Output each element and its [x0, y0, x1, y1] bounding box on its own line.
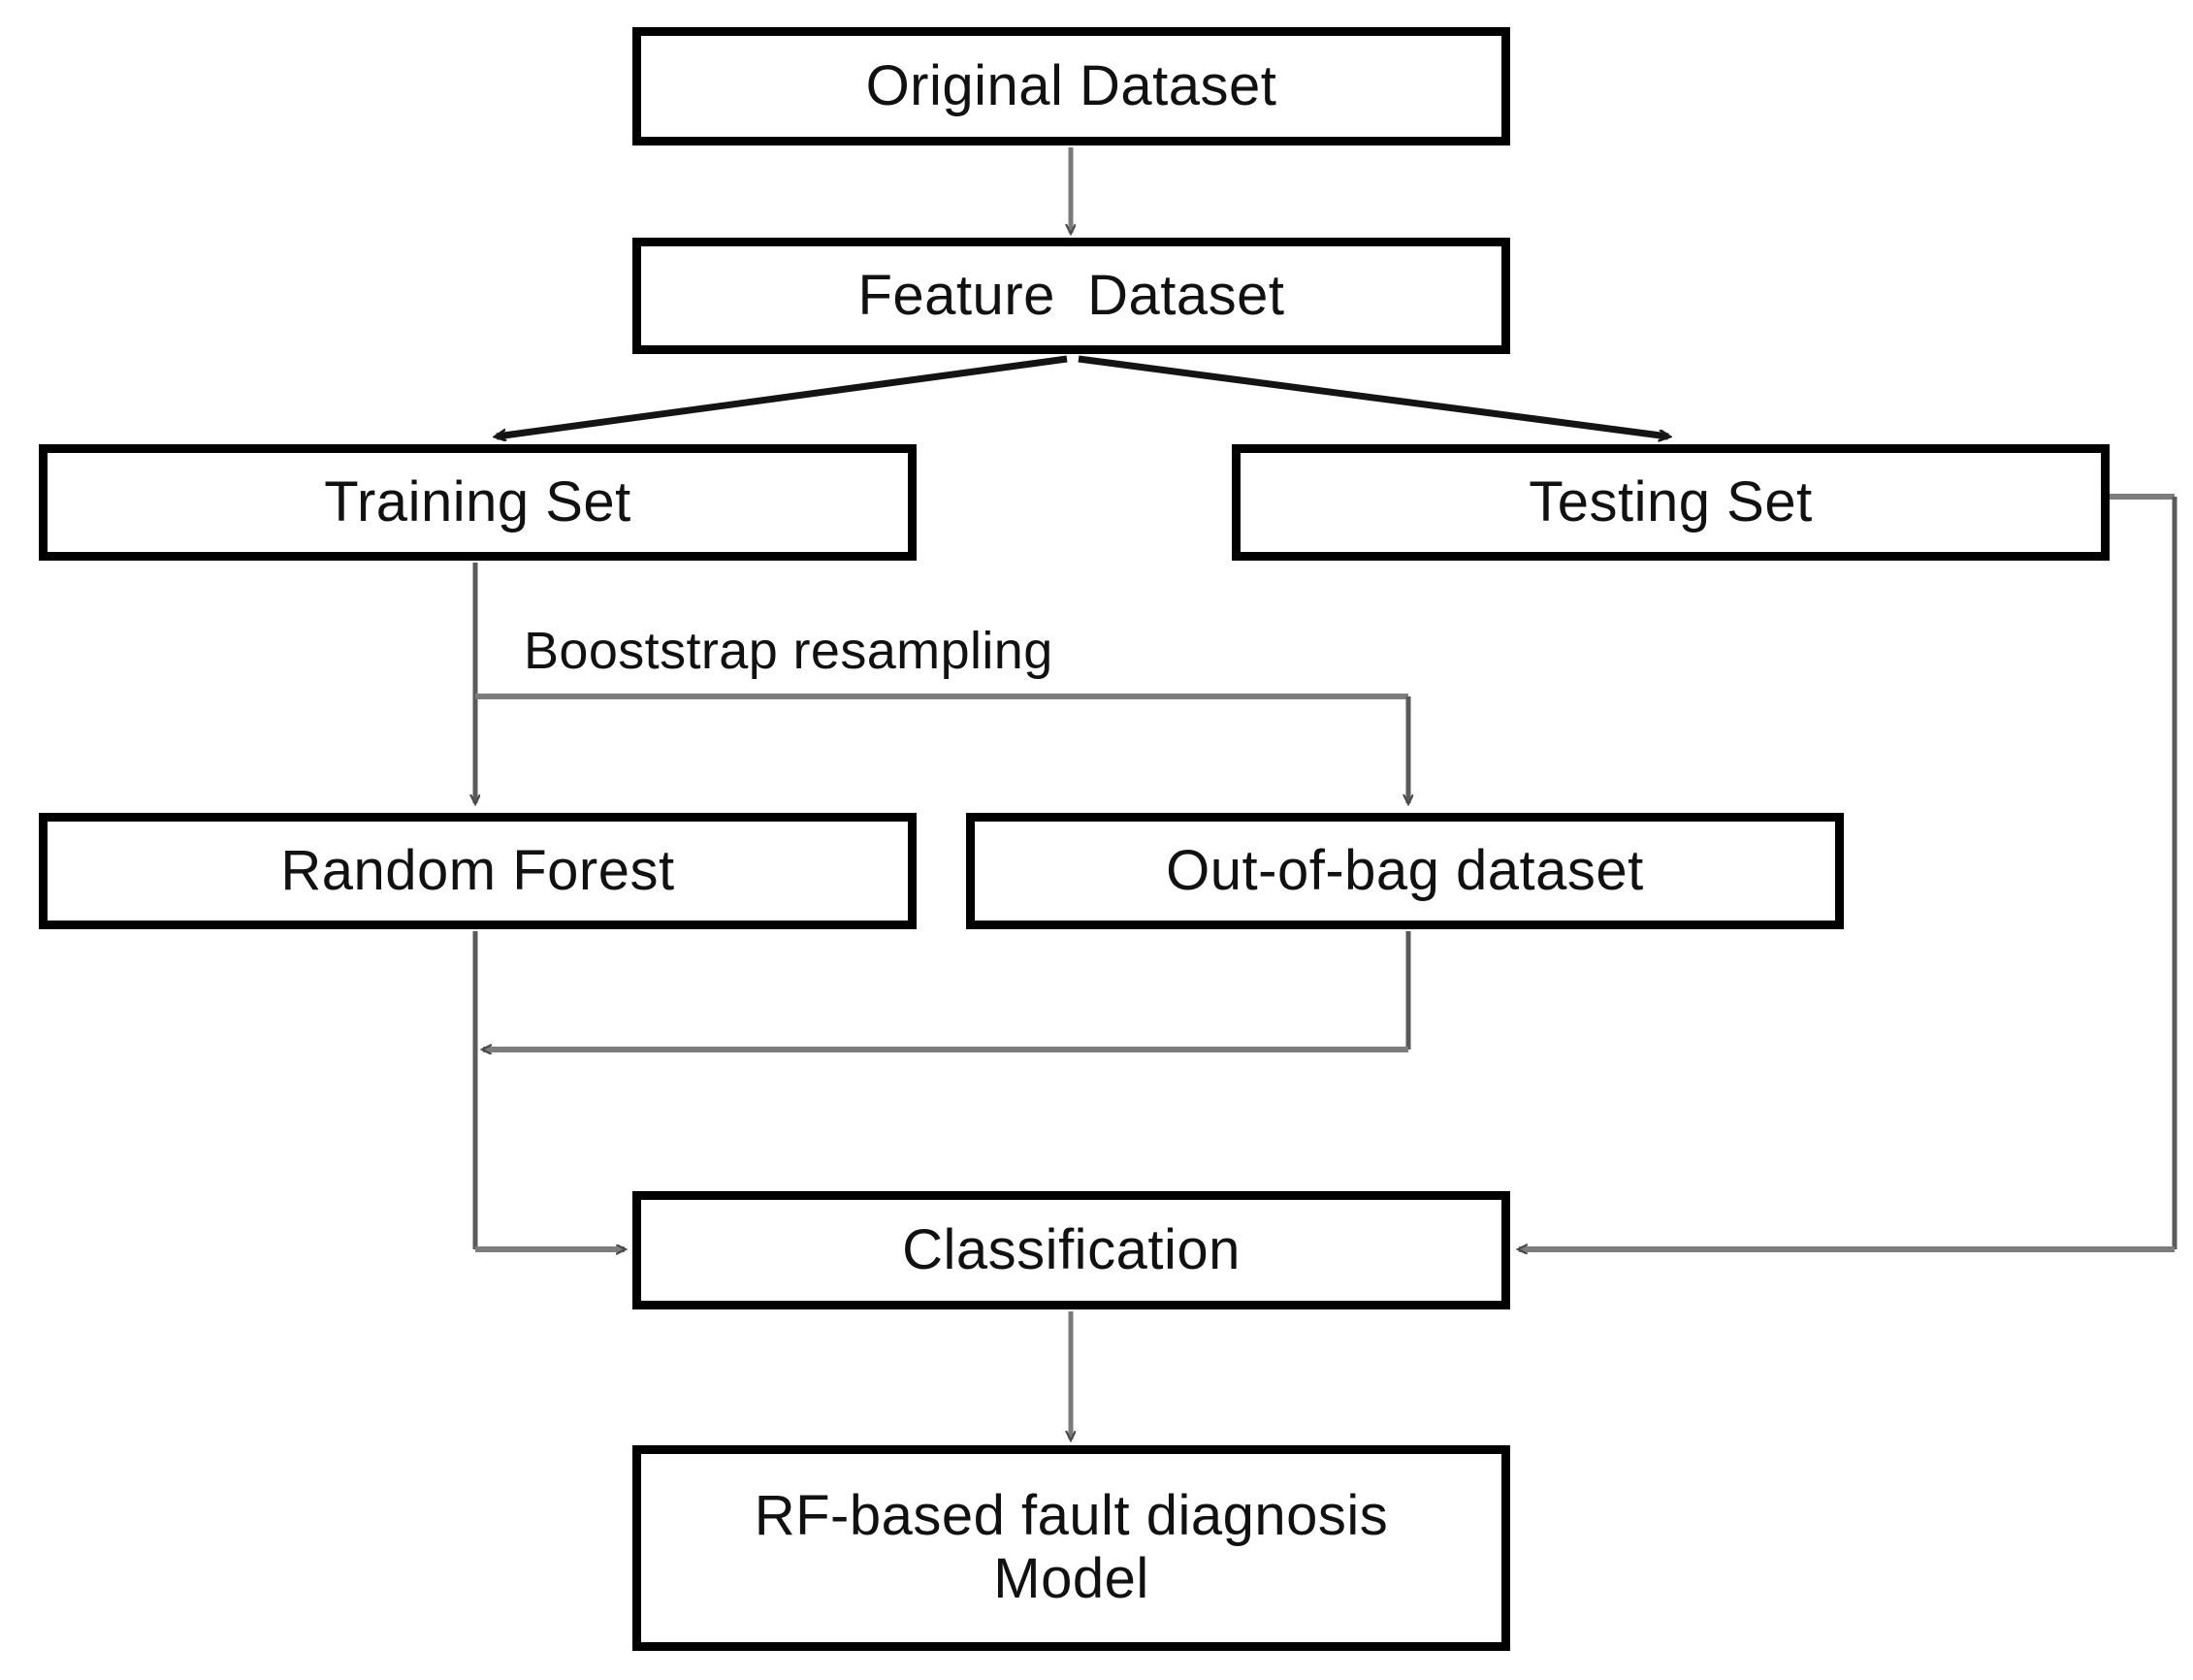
edge-label-bootstrap-resampling: Booststrap resampling: [524, 622, 1053, 680]
node-random-forest[interactable]: Random Forest: [39, 813, 917, 929]
edge-oob-to-randomforest: [483, 931, 1411, 1050]
node-original-dataset[interactable]: Original Dataset: [632, 27, 1510, 145]
node-out-of-bag-dataset[interactable]: Out-of-bag dataset: [966, 813, 1844, 929]
node-training-set[interactable]: Training Set: [39, 444, 917, 561]
node-testing-set[interactable]: Testing Set: [1232, 444, 2110, 561]
edge-feature-to-training: [497, 355, 1068, 436]
node-training-set-label: Training Set: [324, 469, 631, 533]
node-feature-dataset-label: Feature Dataset: [857, 263, 1285, 327]
node-random-forest-label: Random Forest: [280, 838, 675, 902]
edge-randomforest-to-classification: [472, 931, 625, 1249]
edge-feature-to-testing: [1078, 355, 1668, 436]
node-original-dataset-label: Original Dataset: [865, 53, 1277, 117]
node-classification[interactable]: Classification: [632, 1191, 1510, 1309]
node-out-of-bag-dataset-label: Out-of-bag dataset: [1166, 838, 1644, 902]
edge-training-to-oob-bootstrap: [475, 694, 1408, 803]
node-rf-fault-diagnosis-model-label: RF-based fault diagnosis Model: [754, 1484, 1389, 1610]
node-classification-label: Classification: [902, 1217, 1241, 1281]
node-rf-fault-diagnosis-model[interactable]: RF-based fault diagnosis Model: [632, 1445, 1510, 1651]
node-testing-set-label: Testing Set: [1529, 469, 1813, 533]
node-feature-dataset[interactable]: Feature Dataset: [632, 238, 1510, 354]
